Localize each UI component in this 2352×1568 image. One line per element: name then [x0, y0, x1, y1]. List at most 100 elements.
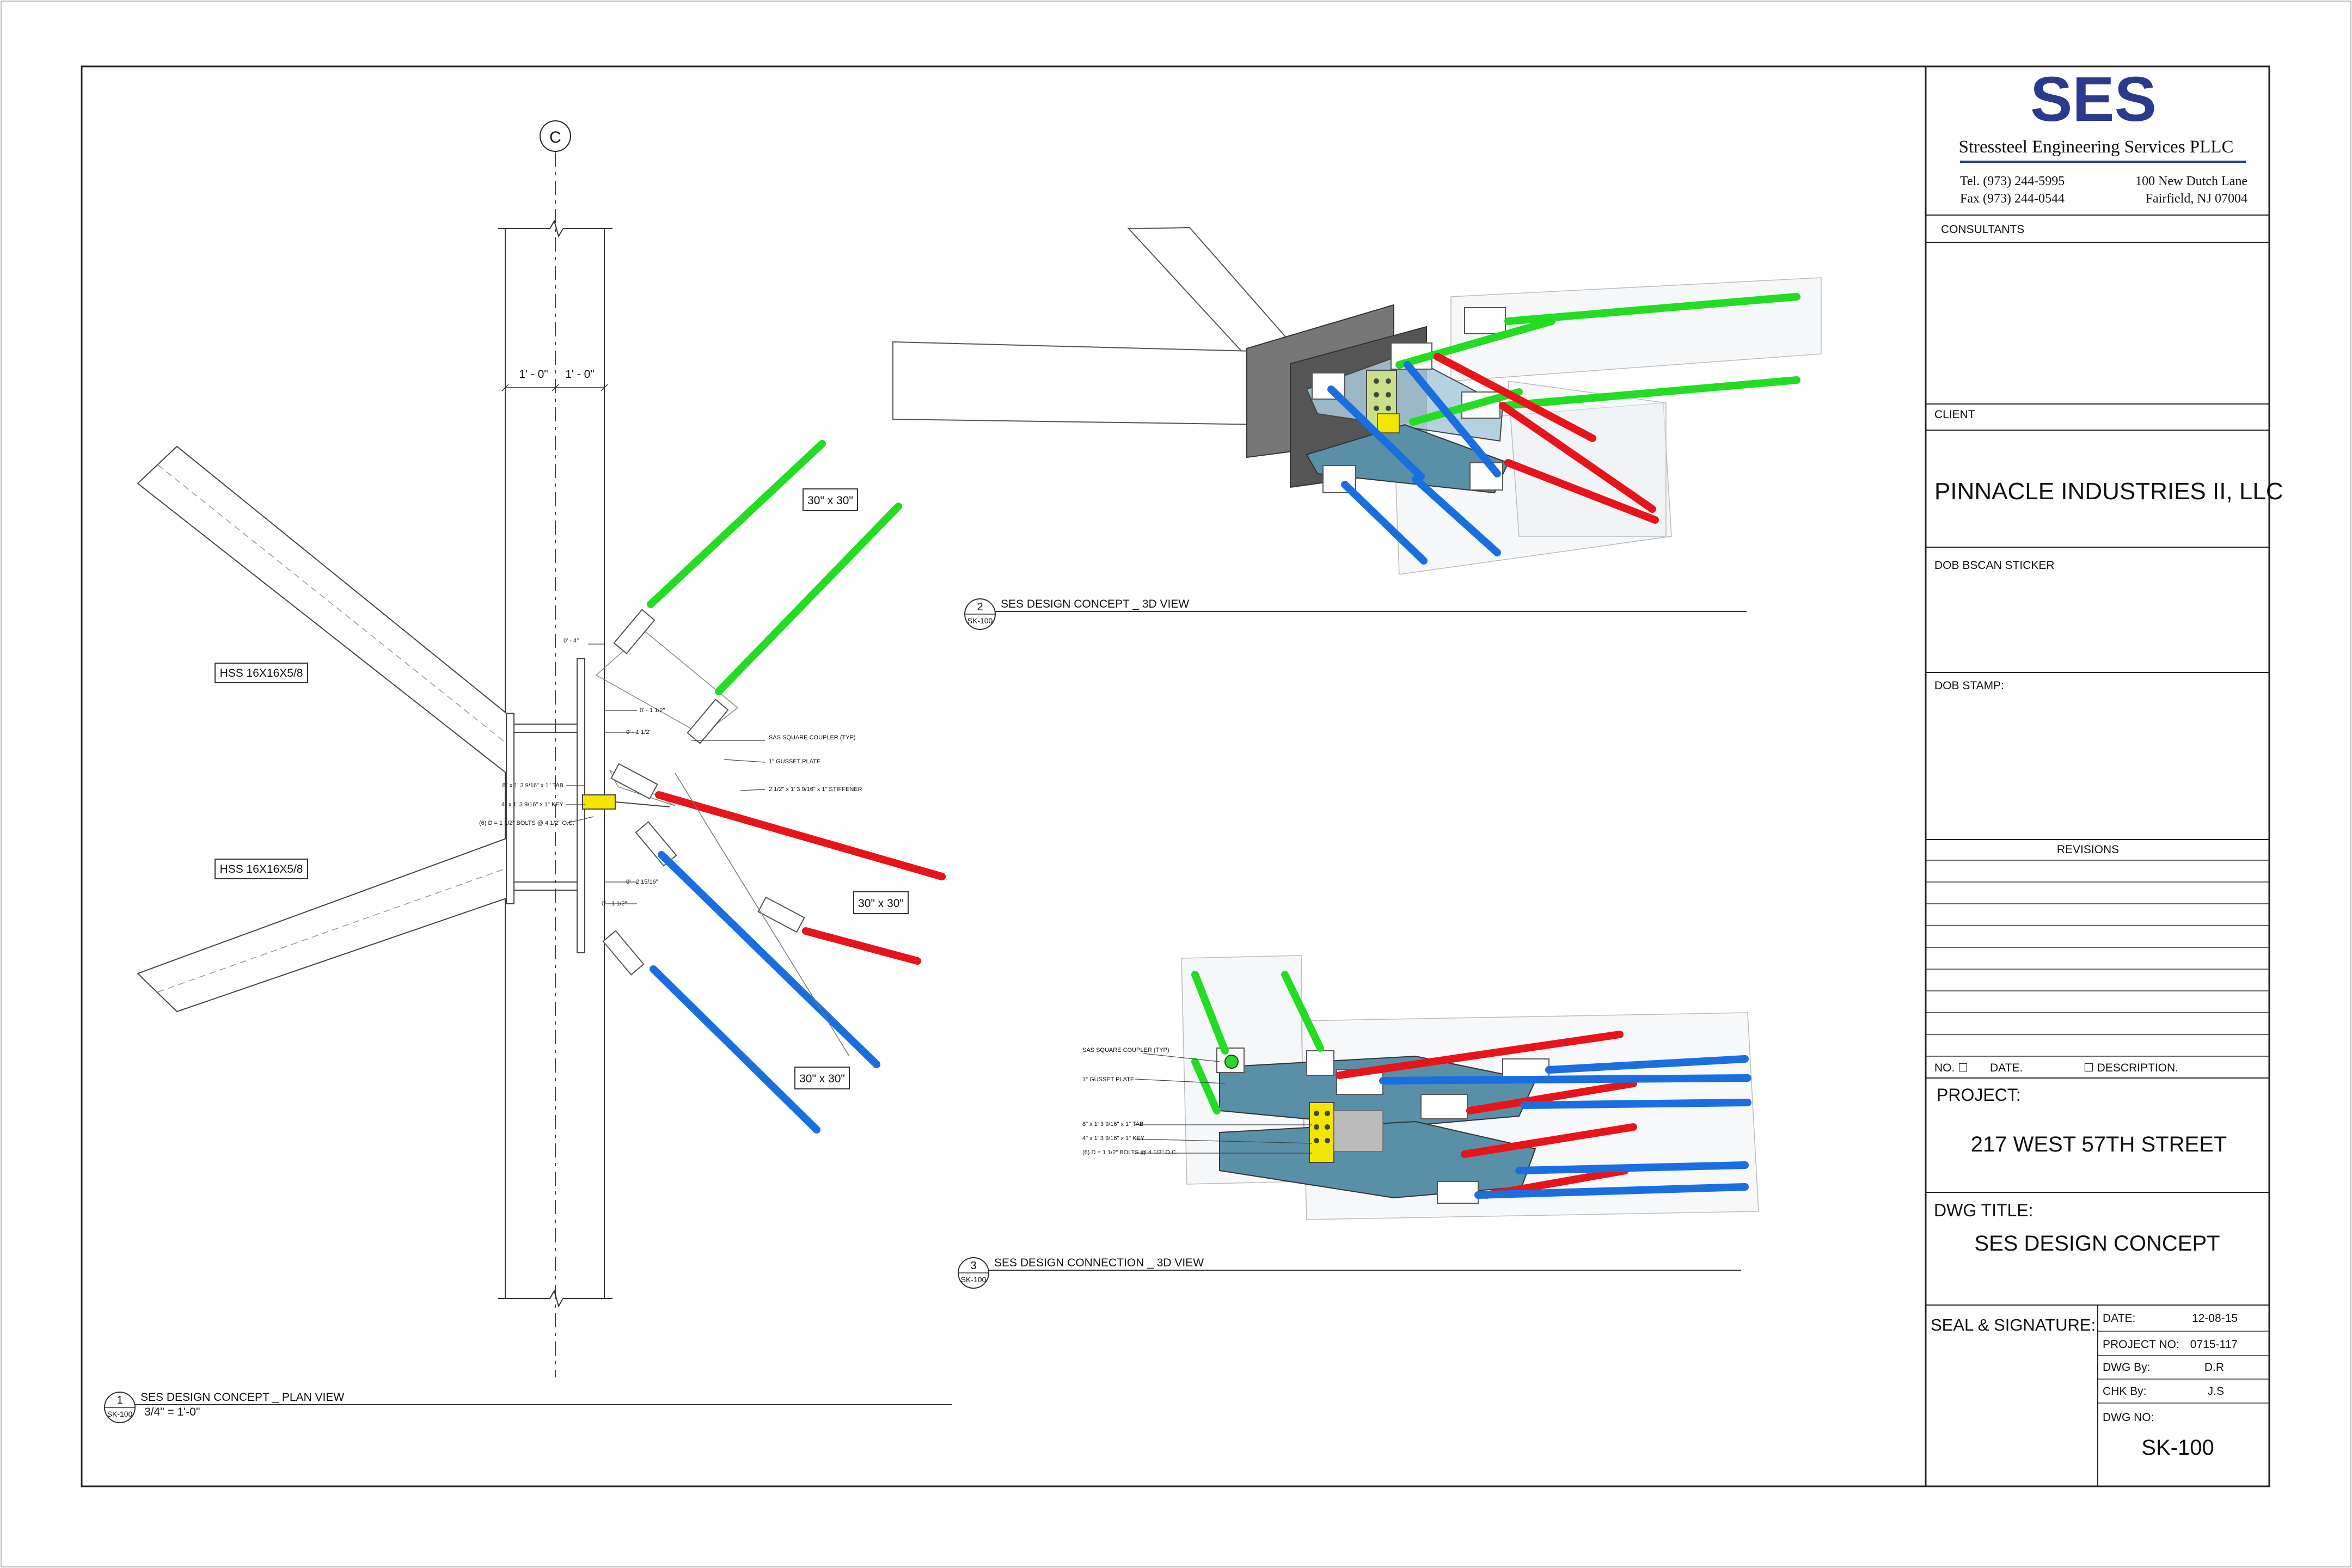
- title-block: SES Stressteel Engineering Services PLLC…: [1925, 64, 2283, 1486]
- rev-description-label: ☐ DESCRIPTION.: [2084, 1062, 2178, 1074]
- consultants-label: CONSULTANTS: [1941, 223, 2024, 236]
- view-1-title: SES DESIGN CONCEPT _ PLAN VIEW: [140, 1391, 344, 1404]
- view-2-title: SES DESIGN CONCEPT _ 3D VIEW: [1001, 598, 1189, 610]
- tendon-red-1: [655, 791, 946, 880]
- ses-logo: SES: [2030, 64, 2157, 134]
- box-label-1-text: 30" x 30": [807, 494, 853, 507]
- 3d-rod-red-1: [1434, 353, 1596, 442]
- conn-rod-red-1: [1336, 1031, 1624, 1079]
- company-address-2: Fairfield, NJ 07004: [2146, 192, 2247, 206]
- note-key: 4" x 1' 3 9/16" x 1" KEY: [501, 801, 564, 808]
- client-name: PINNACLE INDUSTRIES II, LLC: [1934, 478, 2283, 505]
- 3d-hss-lower: [892, 341, 1270, 426]
- drawing-border: [81, 65, 2270, 1487]
- conn-note-key: 4" x 1' 3 9/16" x 1" KEY: [1082, 1135, 1145, 1142]
- dwg-title-label: DWG TITLE:: [1934, 1200, 2033, 1220]
- conn-note-coupler: SAS SQUARE COUPLER (TYP): [1082, 1047, 1169, 1054]
- seal-label: SEAL & SIGNATURE:: [1931, 1315, 2096, 1334]
- rev-no-label: NO. ☐: [1934, 1062, 1968, 1074]
- rev-date-label: DATE.: [1990, 1062, 2023, 1074]
- tendon-red-2: [802, 927, 921, 965]
- view-1-sheet: SK-100: [107, 1410, 133, 1418]
- tendon-green-1: [647, 440, 826, 608]
- 3d-rod-blue-4: [1412, 475, 1501, 556]
- conn-tab-plate: [1309, 1102, 1334, 1163]
- dim-a: 0' - 1 1/2": [640, 707, 665, 714]
- note-gusset: 1" GUSSET PLATE: [769, 758, 820, 765]
- note-stiffener: 2 1/2" x 1' 3 9/16" x 1" STIFFENER: [769, 786, 862, 793]
- 3d-rod-green-1: [1504, 293, 1800, 325]
- hss-label-2: HSS 16X16X5/8: [220, 863, 303, 875]
- 3d-rod-green-3: [1395, 317, 1555, 369]
- conn-rod-blue-4: [1515, 1161, 1749, 1174]
- chk-by-value: J.S: [2208, 1385, 2224, 1398]
- conn-rod-green-1: [1191, 971, 1229, 1055]
- hss-brace-lower: [137, 837, 507, 1013]
- connection-plates: [506, 658, 585, 953]
- tendon-blue-1: [658, 851, 880, 1068]
- box-label-3-text: 30" x 30": [799, 1073, 845, 1085]
- conn-rod-red-3: [1461, 1123, 1637, 1158]
- note-bolts: (6) D = 1 1/2" BOLTS @ 4 1/2" O.C.: [479, 820, 574, 826]
- view-1-scale: 3/4" = 1'-0": [144, 1406, 200, 1418]
- hss-label-1: HSS 16X16X5/8: [220, 667, 303, 679]
- box-label-2: [853, 891, 909, 914]
- 3d-rod-green-2: [1502, 376, 1800, 409]
- dim-e: 0' - 4": [564, 638, 579, 644]
- dwg-no-label: DWG NO:: [2103, 1411, 2154, 1424]
- view-3d: 2 SK-100 SES DESIGN CONCEPT _ 3D VIEW: [892, 226, 1822, 630]
- dob-stamp-label: DOB STAMP:: [1934, 679, 2004, 692]
- 3d-rod-blue-2: [1404, 361, 1501, 477]
- chk-by-label: CHK By:: [2103, 1385, 2147, 1398]
- hss-brace-upper: [137, 445, 507, 775]
- dwg-by-value: D.R: [2204, 1361, 2224, 1374]
- project-no-label: PROJECT NO:: [2103, 1338, 2179, 1351]
- dim-right: 1' - 0": [565, 368, 594, 381]
- 3d-rod-green-4: [1409, 388, 1523, 426]
- dwg-no-value: SK-100: [2141, 1436, 2214, 1460]
- revision-rows: [1926, 860, 2269, 1057]
- company-address-1: 100 New Dutch Lane: [2135, 174, 2247, 188]
- project-no-value: 0715-117: [2190, 1338, 2238, 1351]
- view-connection: SAS SQUARE COUPLER (TYP) 1" GUSSET PLATE…: [958, 955, 1759, 1289]
- box-label-1: [803, 488, 858, 511]
- conn-note-tab: 8" x 1' 3 9/16" x 1" TAB: [1082, 1121, 1143, 1128]
- project-label: PROJECT:: [1937, 1085, 2021, 1105]
- dob-bscan-label: DOB BSCAN STICKER: [1934, 559, 2055, 572]
- dim-d: 0' - 1 1/2": [602, 901, 627, 907]
- conn-rod-red-2: [1466, 1080, 1637, 1114]
- company-fax: Fax (973) 244-0544: [1960, 192, 2065, 206]
- key-tab-plate: [582, 794, 616, 810]
- note-tab: 8" x 1' 3 9/16" x 1" TAB: [503, 782, 564, 789]
- column-dimension: [501, 384, 608, 391]
- conn-note-bolts: (6) D = 1 1/2" BOLTS @ 4 1/2" O.C.: [1082, 1149, 1178, 1156]
- conn-rod-green-3: [1191, 1058, 1221, 1114]
- date-label: DATE:: [2103, 1312, 2135, 1325]
- tendon-green-2: [715, 503, 902, 695]
- conn-rod-blue-2: [1545, 1055, 1749, 1074]
- client-label: CLIENT: [1934, 408, 1975, 421]
- conn-note-gusset: 1" GUSSET PLATE: [1082, 1076, 1134, 1083]
- conn-rod-blue-1: [1379, 1074, 1751, 1085]
- conn-rod-blue-5: [1474, 1183, 1749, 1199]
- grid-bubble: [540, 120, 571, 152]
- view-1-number: 1: [117, 1394, 122, 1406]
- view-2-sheet: SK-100: [967, 616, 993, 625]
- conn-rod-green-2: [1281, 971, 1324, 1052]
- grid-bubble-label: C: [549, 128, 561, 146]
- 3d-rod-blue-3: [1341, 481, 1428, 565]
- view-2-number: 2: [977, 601, 983, 613]
- 3d-rod-red-3: [1504, 459, 1659, 524]
- date-value: 12-08-15: [2192, 1312, 2238, 1325]
- conn-rod-blue-3: [1521, 1099, 1751, 1109]
- annotation-leaders: [566, 644, 765, 904]
- revisions-label: REVISIONS: [2057, 843, 2119, 856]
- dim-c: 0' - 2 15/16": [626, 879, 658, 885]
- view-3-sheet: SK-100: [961, 1275, 987, 1284]
- view-3-number: 3: [970, 1260, 976, 1272]
- dim-left: 1' - 0": [519, 368, 548, 381]
- view-3-title: SES DESIGN CONNECTION _ 3D VIEW: [994, 1257, 1204, 1269]
- dwg-title: SES DESIGN CONCEPT: [1974, 1232, 2220, 1255]
